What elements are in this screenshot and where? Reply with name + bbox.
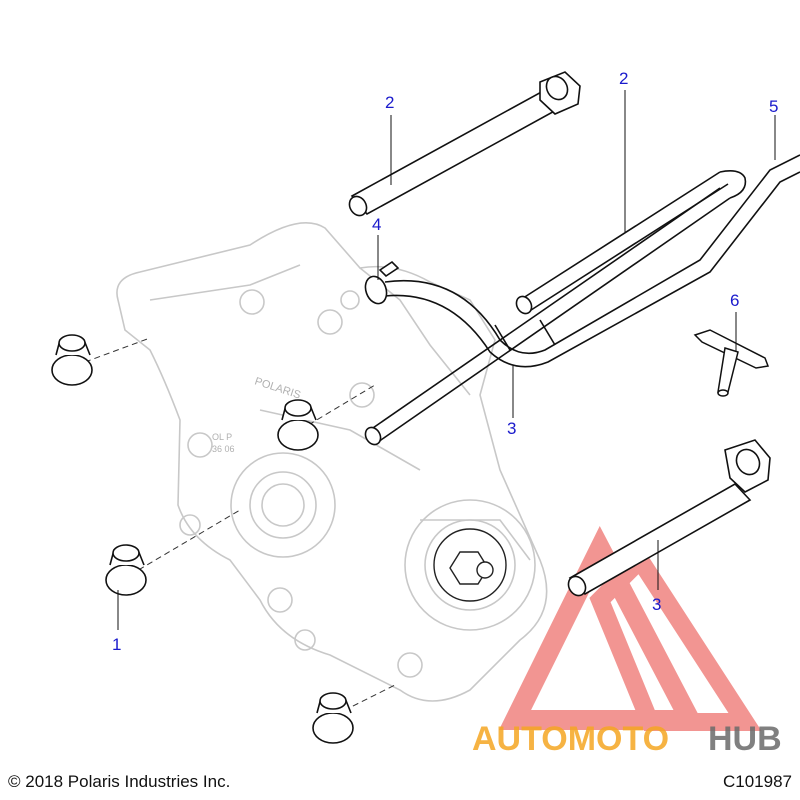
- flange-nut-1: [51, 334, 93, 386]
- bolt-upper: [348, 71, 581, 217]
- flange-nut-4: [312, 692, 354, 744]
- watermark-triangle-left: [498, 525, 707, 730]
- watermark-text-orange: AUTOMOTO: [472, 720, 669, 758]
- hose-clamp: [364, 260, 400, 305]
- dashed-alignment-lines: [84, 337, 396, 716]
- figure-id: C101987: [722, 772, 792, 791]
- housing-casting-text-1: OL P: [212, 432, 232, 442]
- callout-1: 1: [112, 635, 121, 654]
- gearcase-housing: [116, 222, 548, 702]
- watermark-triangle-right: [589, 545, 762, 731]
- callout-3-tube: 3: [507, 419, 516, 438]
- breather-tubes: [364, 154, 800, 446]
- bolt-lower: [567, 439, 771, 597]
- flange-nut-3: [105, 544, 147, 596]
- housing-brand-text: POLARIS: [253, 375, 302, 401]
- callout-2-bolt: 2: [385, 93, 394, 112]
- watermark-logo: [498, 525, 762, 731]
- leader-lines: [117, 90, 776, 630]
- copyright-notice: © 2018 Polaris Industries Inc.: [8, 772, 231, 791]
- callout-4: 4: [372, 215, 381, 234]
- watermark-text-gray: HUB: [708, 720, 782, 758]
- callout-3-bolt: 3: [652, 595, 661, 614]
- callout-2-tube: 2: [619, 69, 628, 88]
- housing-casting-text-2: 36 06: [212, 444, 235, 454]
- tee-fitting: [693, 329, 770, 397]
- callout-6: 6: [730, 291, 739, 310]
- callout-5: 5: [769, 97, 778, 116]
- flange-nut-2: [277, 399, 319, 451]
- output-hub: [433, 528, 507, 602]
